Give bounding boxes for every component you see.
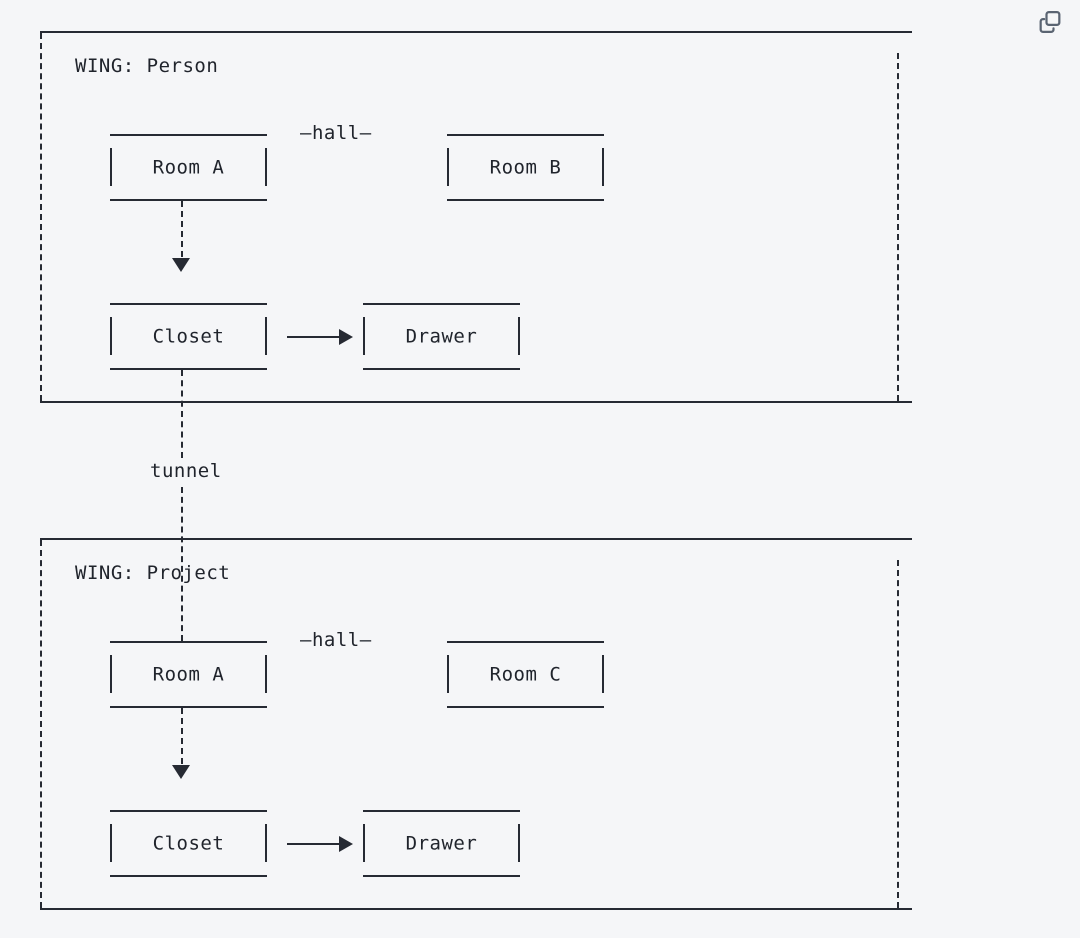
node-border-right (601, 655, 604, 693)
node-border-top (110, 303, 267, 305)
wing-border-right (897, 53, 899, 401)
node-border-left (110, 148, 112, 186)
edge-label-hall: —hall— (296, 629, 376, 652)
wing-border-bottom (40, 401, 912, 403)
edge-label-hall: —hall— (296, 122, 376, 145)
node-border-bottom (110, 367, 267, 370)
node-room-c[interactable]: Room C (447, 641, 604, 708)
edge-room-a-to-closet-arrowhead (172, 258, 190, 272)
edge-tunnel-line-lower (181, 487, 183, 641)
wing-border-left (40, 540, 42, 908)
node-border-top (110, 641, 267, 643)
edge-closet-to-drawer-arrowhead (339, 329, 353, 345)
wing-title: WING: Person (75, 55, 219, 77)
node-closet-2[interactable]: Closet (110, 810, 267, 877)
edge-closet-to-drawer-line (287, 843, 340, 845)
edge-tunnel-line-upper (181, 370, 183, 458)
node-label: Drawer (405, 325, 478, 347)
wing-border-top (40, 538, 912, 540)
edge-room-a-to-closet-line (181, 708, 183, 764)
node-border-right (264, 317, 267, 355)
edge-label-tunnel: tunnel (146, 460, 226, 483)
edge-room-a-to-closet-line (181, 201, 183, 257)
node-closet[interactable]: Closet (110, 303, 267, 370)
copy-icon[interactable] (1036, 8, 1064, 36)
node-border-top (363, 810, 520, 812)
edge-closet-to-drawer-line (287, 336, 340, 338)
node-drawer[interactable]: Drawer (363, 303, 520, 370)
wing-border-bottom (40, 908, 912, 910)
node-border-top (447, 134, 604, 136)
node-border-top (447, 641, 604, 643)
wing-border-right (897, 560, 899, 908)
node-border-bottom (110, 705, 267, 708)
node-border-top (110, 810, 267, 812)
node-border-bottom (363, 874, 520, 877)
node-border-bottom (363, 367, 520, 370)
node-label: Closet (152, 325, 225, 347)
node-label: Drawer (405, 832, 478, 854)
wing-project[interactable]: WING: Project (40, 538, 912, 910)
node-border-left (447, 148, 449, 186)
wing-person[interactable]: WING: Person (40, 31, 912, 403)
node-border-top (110, 134, 267, 136)
node-border-right (601, 148, 604, 186)
node-border-left (363, 317, 365, 355)
node-border-left (363, 824, 365, 862)
node-border-bottom (110, 198, 267, 201)
node-border-right (517, 824, 520, 862)
node-border-right (264, 148, 267, 186)
node-room-b[interactable]: Room B (447, 134, 604, 201)
node-border-right (264, 824, 267, 862)
node-border-bottom (447, 705, 604, 708)
node-border-left (110, 317, 112, 355)
node-border-left (110, 655, 112, 693)
node-room-a[interactable]: Room A (110, 134, 267, 201)
node-border-right (517, 317, 520, 355)
node-border-bottom (447, 198, 604, 201)
wing-border-left (40, 33, 42, 401)
node-label: Closet (152, 832, 225, 854)
node-border-left (447, 655, 449, 693)
node-drawer-2[interactable]: Drawer (363, 810, 520, 877)
node-label: Room B (489, 156, 562, 178)
node-label: Room C (489, 663, 562, 685)
node-label: Room A (152, 156, 225, 178)
node-room-a-2[interactable]: Room A (110, 641, 267, 708)
node-border-right (264, 655, 267, 693)
node-label: Room A (152, 663, 225, 685)
node-border-bottom (110, 874, 267, 877)
node-border-top (363, 303, 520, 305)
edge-room-a-to-closet-arrowhead (172, 765, 190, 779)
wing-title: WING: Project (75, 562, 231, 584)
node-border-left (110, 824, 112, 862)
wing-border-top (40, 31, 912, 33)
edge-closet-to-drawer-arrowhead (339, 836, 353, 852)
